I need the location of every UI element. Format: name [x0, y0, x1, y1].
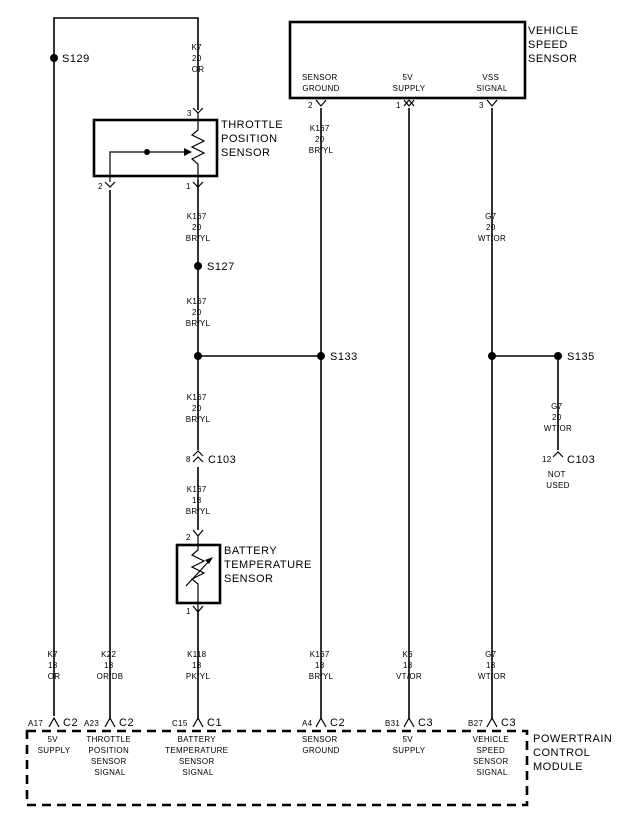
- wire-s135-stub: [492, 355, 559, 450]
- wire-k7: [53, 17, 199, 716]
- wire-label-k167-s127: K167 20 BR/YL: [186, 297, 211, 328]
- pcm-func-bts-signal: BATTERY TEMPERATURE SENSOR SIGNAL: [165, 735, 231, 777]
- pcm-conn-c2-a17: C2: [63, 717, 78, 729]
- tps-title: THROTTLE POSITION SENSOR: [221, 119, 287, 159]
- c103-connector-icon: [192, 450, 204, 463]
- pcm-pin-a17: A17: [28, 719, 43, 728]
- wire-label-g7-s135: G7 20 WT/OR: [544, 402, 572, 433]
- pcm-pin-a4: A4: [302, 719, 313, 728]
- tps-box: [92, 118, 219, 178]
- bts-bottom-connector: [192, 605, 204, 613]
- wire-label-k167-s133: K167 20 BR/YL: [186, 393, 211, 424]
- c103-unused-connector-icon: [552, 451, 564, 458]
- splice-s129-label: S129: [62, 53, 90, 65]
- pcm-wire-label-k22: K22 18 OR/DB: [97, 650, 124, 681]
- splice-s135-dot-left: [488, 352, 496, 360]
- bts-pin-1: 1: [186, 607, 191, 616]
- pcm-conn-c2-a23: C2: [119, 717, 134, 729]
- c103-pin-12: 12: [542, 455, 552, 464]
- pcm-pin-a23: A23: [84, 719, 99, 728]
- vss-title: VEHICLE SPEED SENSOR: [528, 25, 582, 65]
- vss-pin-sensor-ground-label: SENSOR GROUND: [302, 73, 340, 93]
- splice-dots: [50, 54, 562, 360]
- tps-pin-1: 1: [186, 182, 191, 191]
- splice-s135-label: S135: [567, 351, 595, 363]
- bts-top-connector: [192, 529, 204, 537]
- vss-pin-5v-supply-label: 5V SUPPLY: [393, 73, 426, 93]
- pcm-wire-label-k167: K167 18 BR/YL: [309, 650, 334, 681]
- pcm-func-5v-supply-b31: 5V SUPPLY: [393, 735, 426, 755]
- splice-s129-dot: [50, 54, 58, 62]
- c103-label-main: C103: [208, 454, 236, 466]
- tps-resistor-icon: [190, 113, 206, 180]
- vss-box: [288, 20, 527, 100]
- tps-pin-3: 3: [187, 109, 192, 118]
- pcm-conn-c1-c15: C1: [207, 717, 222, 729]
- vss-pin-number-2: 2: [308, 101, 313, 110]
- vss-pin-number-1: 1: [396, 101, 401, 110]
- wire-label-k167-c103: K167 18 BR/YL: [186, 485, 211, 516]
- wire-label-g7-vss: G7 20 WT/OR: [478, 212, 506, 243]
- pcm-wire-label-k118: K118 18 PK/YL: [186, 650, 210, 681]
- tps-wiper-arrow-icon: [184, 148, 192, 156]
- pcm-func-5v-supply-a17: 5V SUPPLY: [38, 735, 71, 755]
- wires: [53, 17, 559, 718]
- pcm-func-sensor-ground: SENSOR GROUND: [302, 735, 340, 755]
- pcm-conn-c3-b27: C3: [501, 717, 516, 729]
- pcm-title: POWERTRAIN CONTROL MODULE: [533, 733, 616, 773]
- vss-pin-number-3: 3: [479, 101, 484, 110]
- wire-label-k7-20-or: K7 20 OR: [192, 43, 205, 74]
- vss-connector-symbols-2: [403, 99, 498, 107]
- bts-variable-arrow-icon: [205, 557, 213, 564]
- wire-label-k167-vss: K167 20 BR/YL: [309, 124, 334, 155]
- pcm-pin-b27: B27: [468, 719, 483, 728]
- pcm-wire-label-k6: K6 18 VT/OR: [396, 650, 422, 681]
- pcm-wire-labels: K7 18 OR K22 18 OR/DB K118 18 PK/YL K167…: [48, 650, 506, 681]
- wire-label-k167-tps: K167 20 BR/YL: [186, 212, 211, 243]
- pcm-pin-b31: B31: [385, 719, 400, 728]
- pcm-pin-c15: C15: [172, 719, 188, 728]
- pcm-connector-symbols: [48, 716, 498, 728]
- splice-s133-dot-left: [194, 352, 202, 360]
- pcm-conn-c2-a4: C2: [330, 717, 345, 729]
- pcm-func-tps-signal: THROTTLE POSITION SENSOR SIGNAL: [86, 735, 133, 777]
- splice-s127-label: S127: [207, 261, 235, 273]
- c103-pin-8: 8: [186, 455, 191, 464]
- c103-not-used-label: NOT USED: [546, 470, 569, 490]
- bts-pin-2: 2: [186, 533, 191, 542]
- tps-wiper-line: [109, 151, 188, 182]
- bts-thermistor-icon: [190, 536, 206, 612]
- pcm-box: [25, 729, 529, 807]
- pcm-wire-label-g7: G7 18 WT/OR: [478, 650, 506, 681]
- splice-s127-dot: [194, 262, 202, 270]
- tps-wiper-dot: [144, 149, 150, 155]
- tps-pin-2: 2: [98, 182, 103, 191]
- c103-label-unused: C103: [567, 454, 595, 466]
- bts-variable-arrow-line: [185, 559, 211, 587]
- splice-s133-dot: [317, 352, 325, 360]
- tps-bottom-connectors: [104, 181, 204, 188]
- pcm-conn-c3-b31: C3: [418, 717, 433, 729]
- splice-s135-dot: [554, 352, 562, 360]
- pcm-func-vss-signal: VEHICLE SPEED SENSOR SIGNAL: [473, 735, 512, 777]
- splice-s133-label: S133: [330, 351, 358, 363]
- bts-title: BATTERY TEMPERATURE SENSOR: [224, 545, 315, 585]
- vss-pin-signal-label: VSS SIGNAL: [476, 73, 507, 93]
- pcm-wire-label-k7: K7 18 OR: [48, 650, 61, 681]
- c103-gap: [193, 450, 203, 467]
